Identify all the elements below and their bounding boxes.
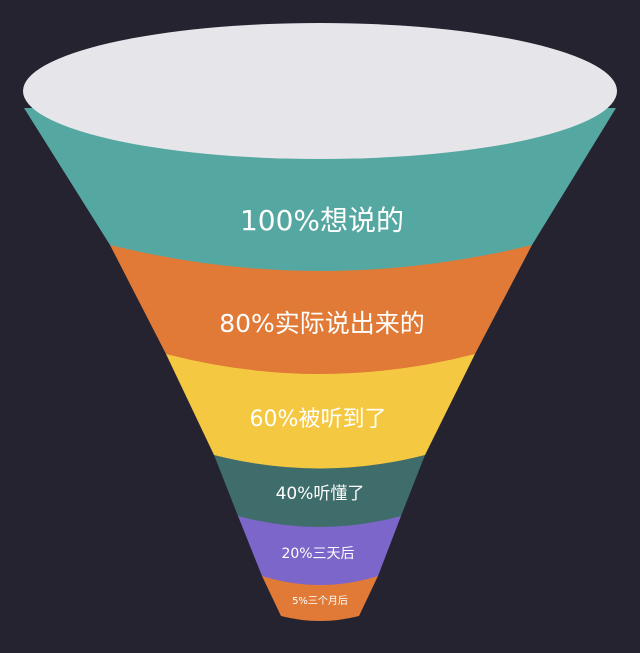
funnel-rim [23,23,617,159]
stage-label-1: 80%实际说出来的 [219,309,425,338]
funnel-band-3 [214,455,425,527]
stage-label-5: 5%三个月后 [292,595,348,607]
stage-label-2: 60%被听到了 [250,407,387,432]
stage-label-3: 40%听懂了 [276,484,365,504]
stage-label-0: 100%想说的 [240,204,404,237]
funnel-band-2 [166,354,475,469]
funnel-band-1 [110,245,532,374]
stage-label-4: 20%三天后 [281,546,354,562]
funnel-band-5 [262,576,378,621]
funnel-band-4 [238,516,401,585]
